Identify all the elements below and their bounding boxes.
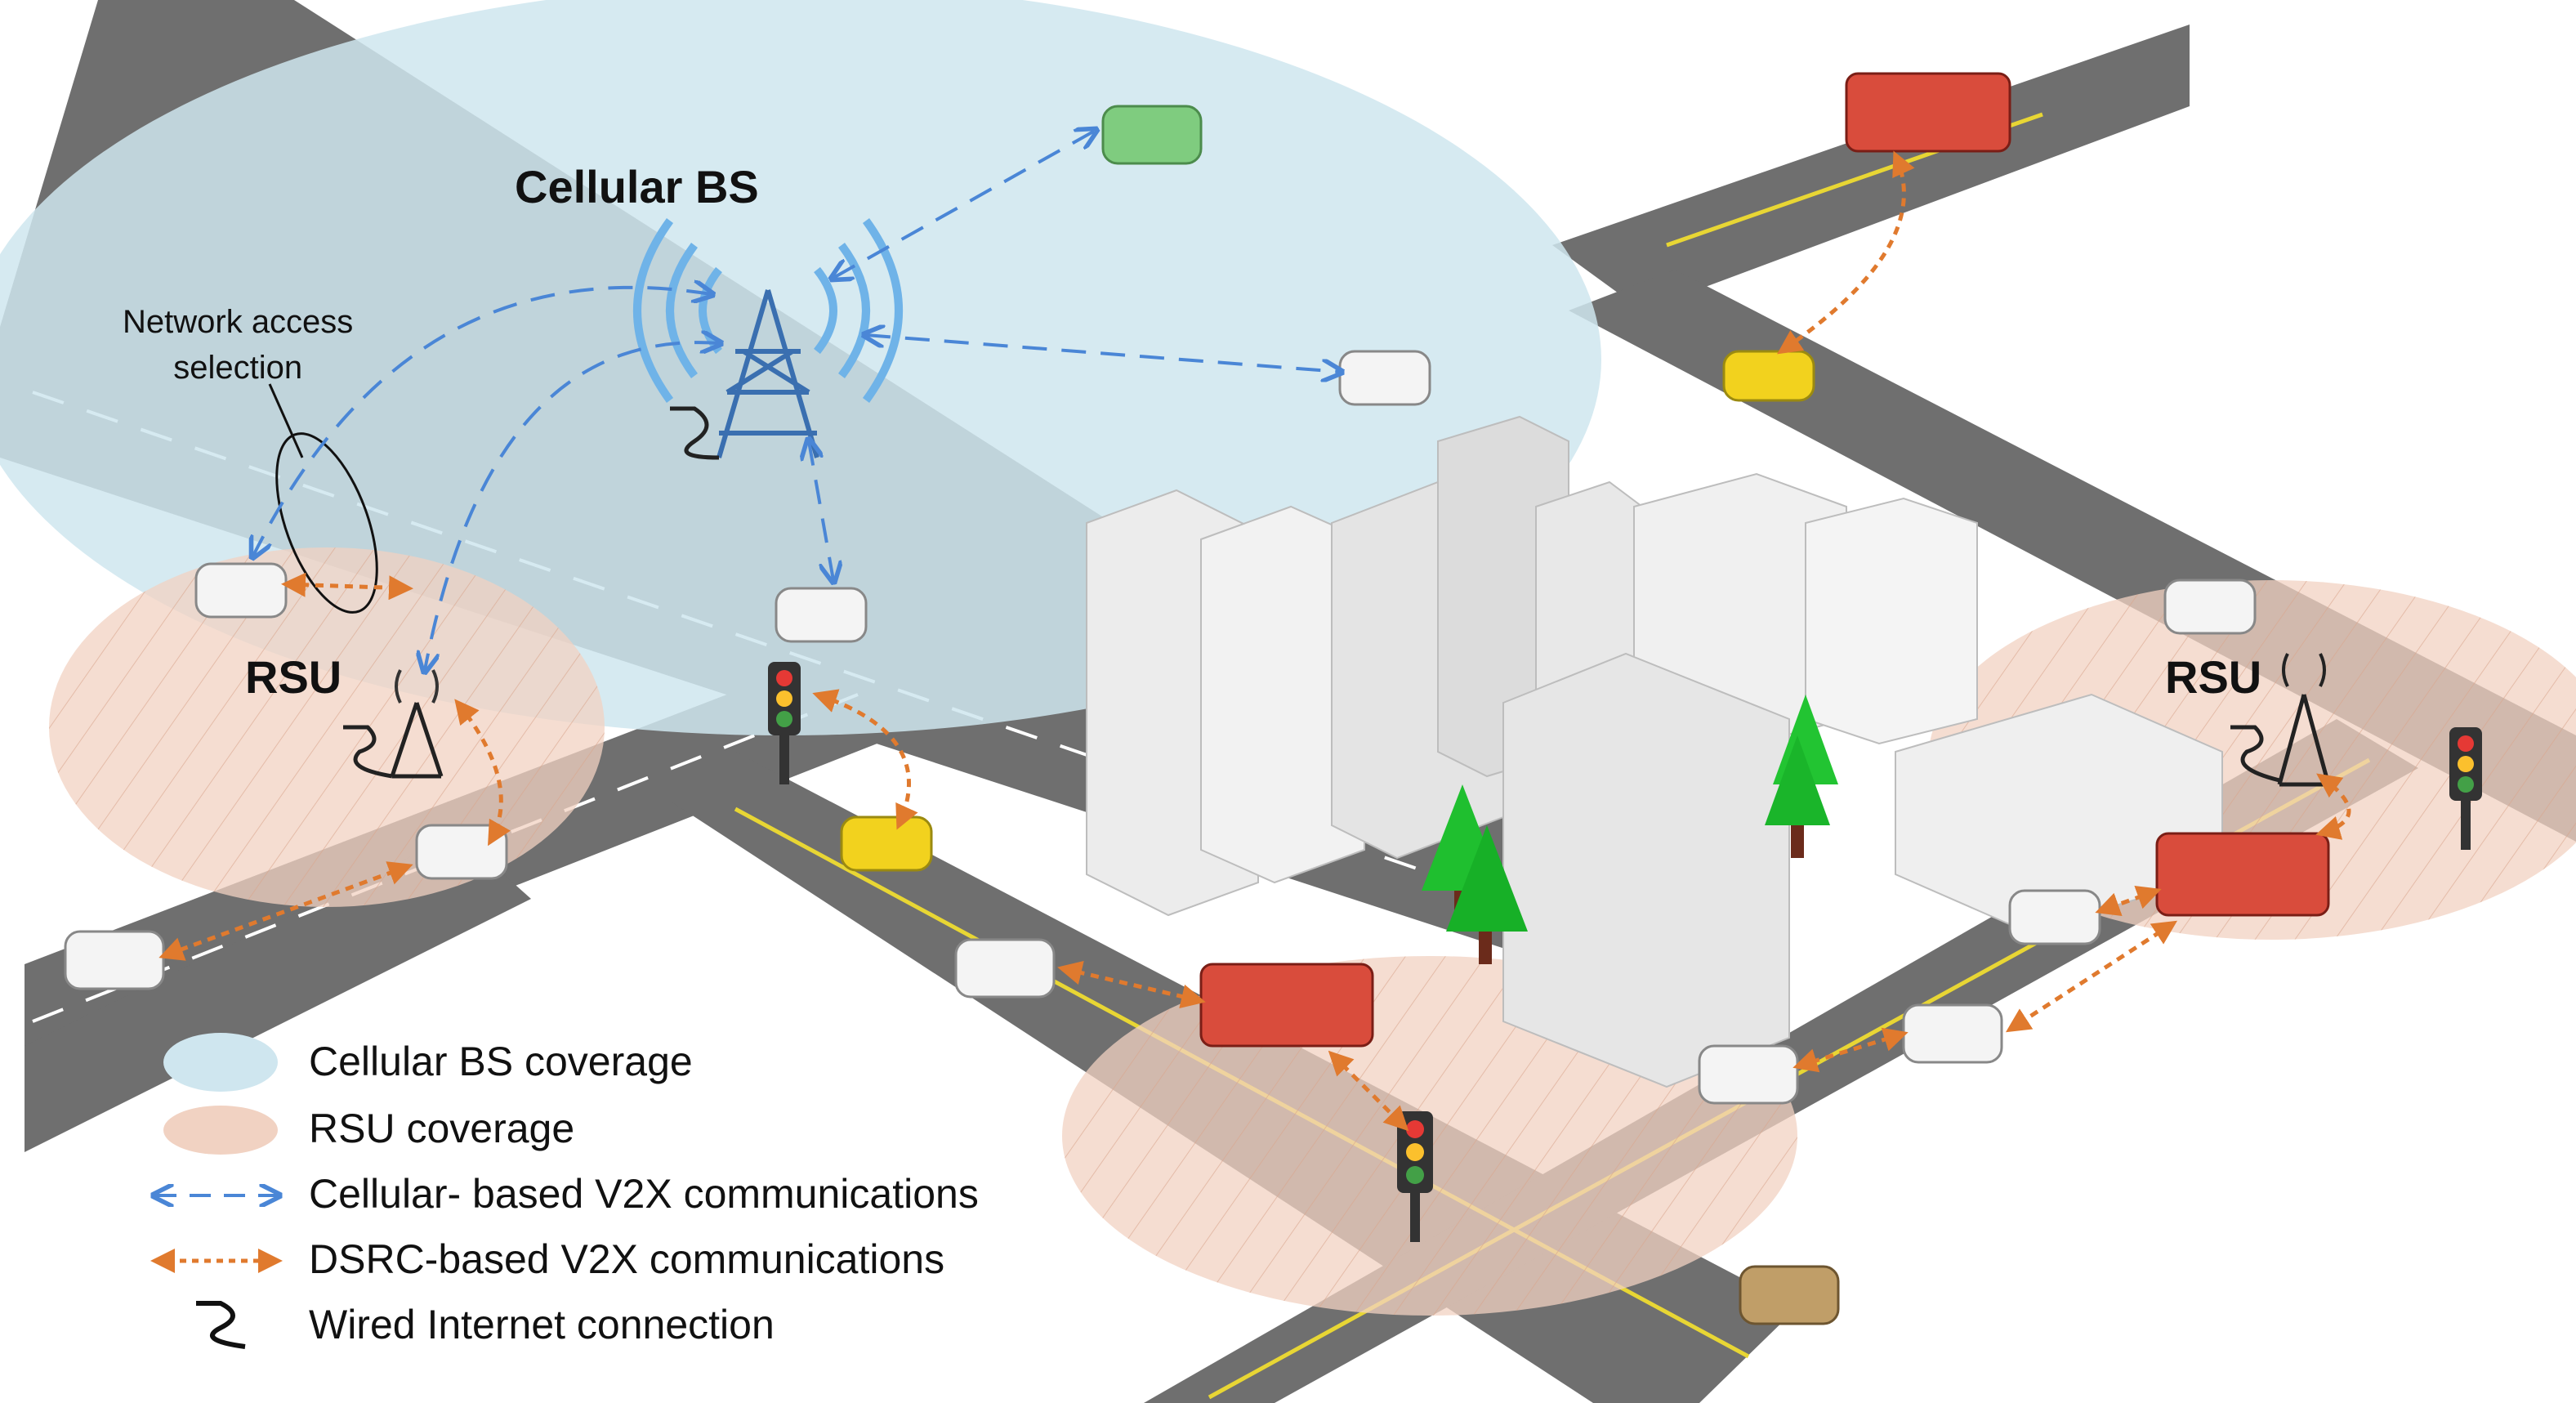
legend-rsu-coverage: RSU coverage: [309, 1106, 575, 1151]
car-brown: [1739, 1265, 1840, 1325]
car-yellow-mid: [840, 815, 933, 872]
legend-wired: Wired Internet connection: [309, 1302, 775, 1347]
legend-dsrc-v2x: DSRC-based V2X communications: [309, 1236, 945, 1282]
car-yellow-top: [1722, 350, 1815, 402]
car-white-right-3: [1902, 1003, 2003, 1064]
dsrc-link-1: [281, 572, 413, 601]
cellular-link-green-car: [833, 131, 1095, 278]
bus-bottom: [1199, 963, 1374, 1048]
road-upper-right: [1552, 25, 2190, 311]
car-white-right-2: [2008, 889, 2101, 945]
legend-symbols: [150, 1033, 283, 1349]
dsrc-links: [158, 150, 2351, 1132]
wired-plug-rsu-right: [2230, 725, 2280, 783]
dsrc-link-11: [1792, 1027, 1909, 1073]
network-access-label: Network access selection: [123, 299, 353, 391]
cellular-bs-label: Cellular BS: [515, 161, 759, 212]
car-white-left: [194, 562, 288, 619]
dsrc-link-4: [812, 689, 918, 830]
cellular-link-rsu-left: [425, 342, 719, 670]
cellular-link-mid-car: [809, 441, 833, 580]
tree-4: [1765, 735, 1830, 858]
car-white-lower: [415, 824, 508, 880]
building-tall-front: [1502, 652, 1790, 1088]
cellular-links: [253, 131, 1340, 670]
traffic-light-1: [768, 662, 801, 784]
tree-2: [1446, 825, 1528, 964]
car-white-right-1: [2163, 579, 2257, 635]
car-white-road: [954, 938, 1056, 999]
legend-wired-icon: [196, 1301, 246, 1349]
dsrc-link-5: [1057, 960, 1206, 1009]
rsu-right-label: RSU: [2165, 651, 2262, 703]
traffic-light-3: [2449, 727, 2482, 850]
city-buildings: [1086, 415, 2223, 1088]
bus-top: [1845, 72, 2011, 153]
legend-rsu-swatch: [163, 1106, 278, 1155]
cellular-link-top-car: [866, 335, 1340, 372]
car-white-bottom: [1698, 1044, 1799, 1105]
rsu-tower-left: [343, 669, 444, 779]
rsu-left-label: RSU: [245, 651, 342, 703]
network-access-line1: Network access: [123, 304, 354, 340]
building-2: [1200, 505, 1365, 884]
dsrc-link-6: [1328, 1050, 1409, 1132]
rsu-right-signal: [2282, 653, 2326, 687]
building-7: [1805, 497, 1978, 745]
car-white-far-left: [64, 930, 165, 990]
legend-cellular-v2x: Cellular- based V2X communications: [309, 1171, 979, 1217]
rsu-coverage-left-hatch: [49, 547, 605, 907]
dsrc-link-10: [2005, 920, 2178, 1033]
wired-plug-rsu-left: [343, 725, 393, 779]
traffic-lights: [768, 662, 2482, 1242]
bus-right: [2155, 832, 2330, 917]
dsrc-link-9: [2095, 885, 2162, 917]
legend-cellular-coverage: Cellular BS coverage: [309, 1039, 693, 1084]
car-white-mid: [775, 587, 868, 643]
network-access-line2: selection: [173, 350, 303, 386]
legend-cellular-swatch: [163, 1033, 278, 1092]
traffic-light-2: [1397, 1111, 1433, 1242]
cellular-link-left-car: [253, 288, 711, 556]
dsrc-link-2: [454, 699, 511, 847]
rsu-tower-right: [2230, 653, 2331, 787]
car-green: [1101, 105, 1203, 165]
dsrc-link-8: [2315, 773, 2351, 840]
trees: [1422, 695, 1838, 964]
car-white-top: [1338, 350, 1431, 406]
